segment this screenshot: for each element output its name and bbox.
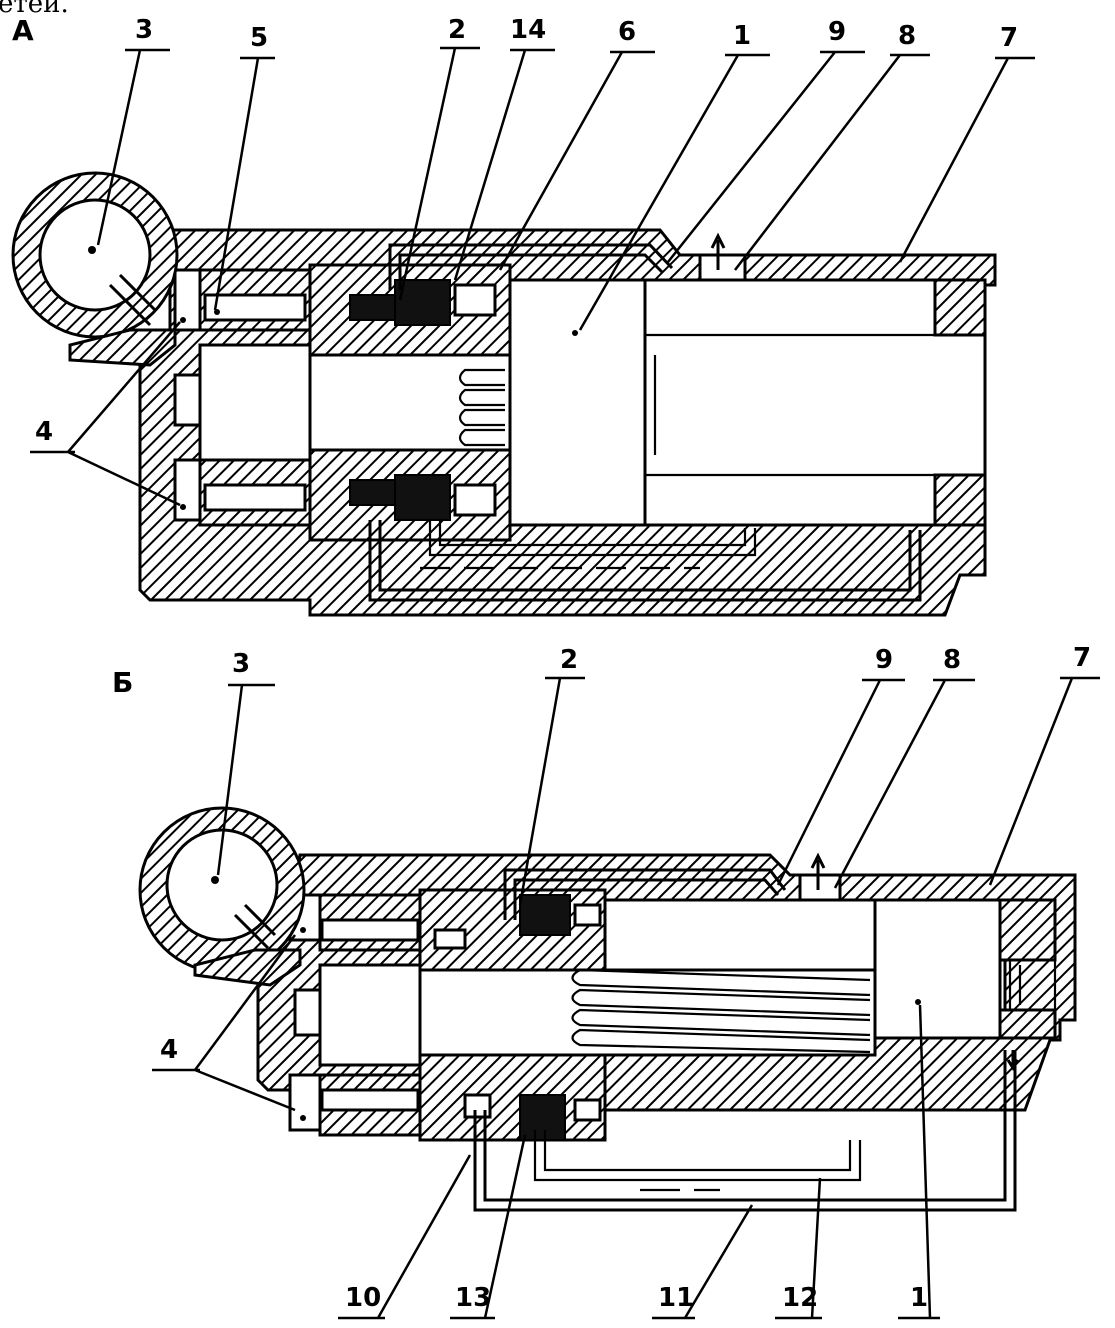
label-a-5: 5 [250,23,268,53]
label-b-3: 3 [232,649,250,679]
label-b-7: 7 [1073,643,1091,673]
section-b-drawing: Б [112,666,1077,1212]
label-b-1: 1 [910,1283,928,1313]
label-a-9: 9 [828,17,846,47]
label-a-3: 3 [135,15,153,45]
label-a-2: 2 [448,15,466,45]
label-b-10: 10 [345,1283,381,1313]
section-a-labels: 3 5 2 14 6 1 9 8 7 4 [30,15,1035,507]
section-b-title: Б [112,666,133,699]
label-a-1: 1 [733,21,751,51]
label-a-14: 14 [510,15,546,45]
label-b-2: 2 [560,645,578,675]
cut-off-text: етей. [0,0,69,19]
label-b-11: 11 [658,1283,694,1313]
section-a-title: А [12,14,34,47]
label-b-8: 8 [943,645,961,675]
label-b-12: 12 [782,1283,818,1313]
label-a-7: 7 [1000,23,1018,53]
label-b-13: 13 [455,1283,491,1313]
section-a-drawing: А [11,14,997,617]
label-a-4: 4 [35,417,53,447]
section-b-labels: 3 2 9 8 7 4 10 13 11 12 1 [152,643,1100,1320]
label-b-9: 9 [875,645,893,675]
label-b-4: 4 [160,1035,178,1065]
label-a-6: 6 [618,17,636,47]
label-a-8: 8 [898,21,916,51]
